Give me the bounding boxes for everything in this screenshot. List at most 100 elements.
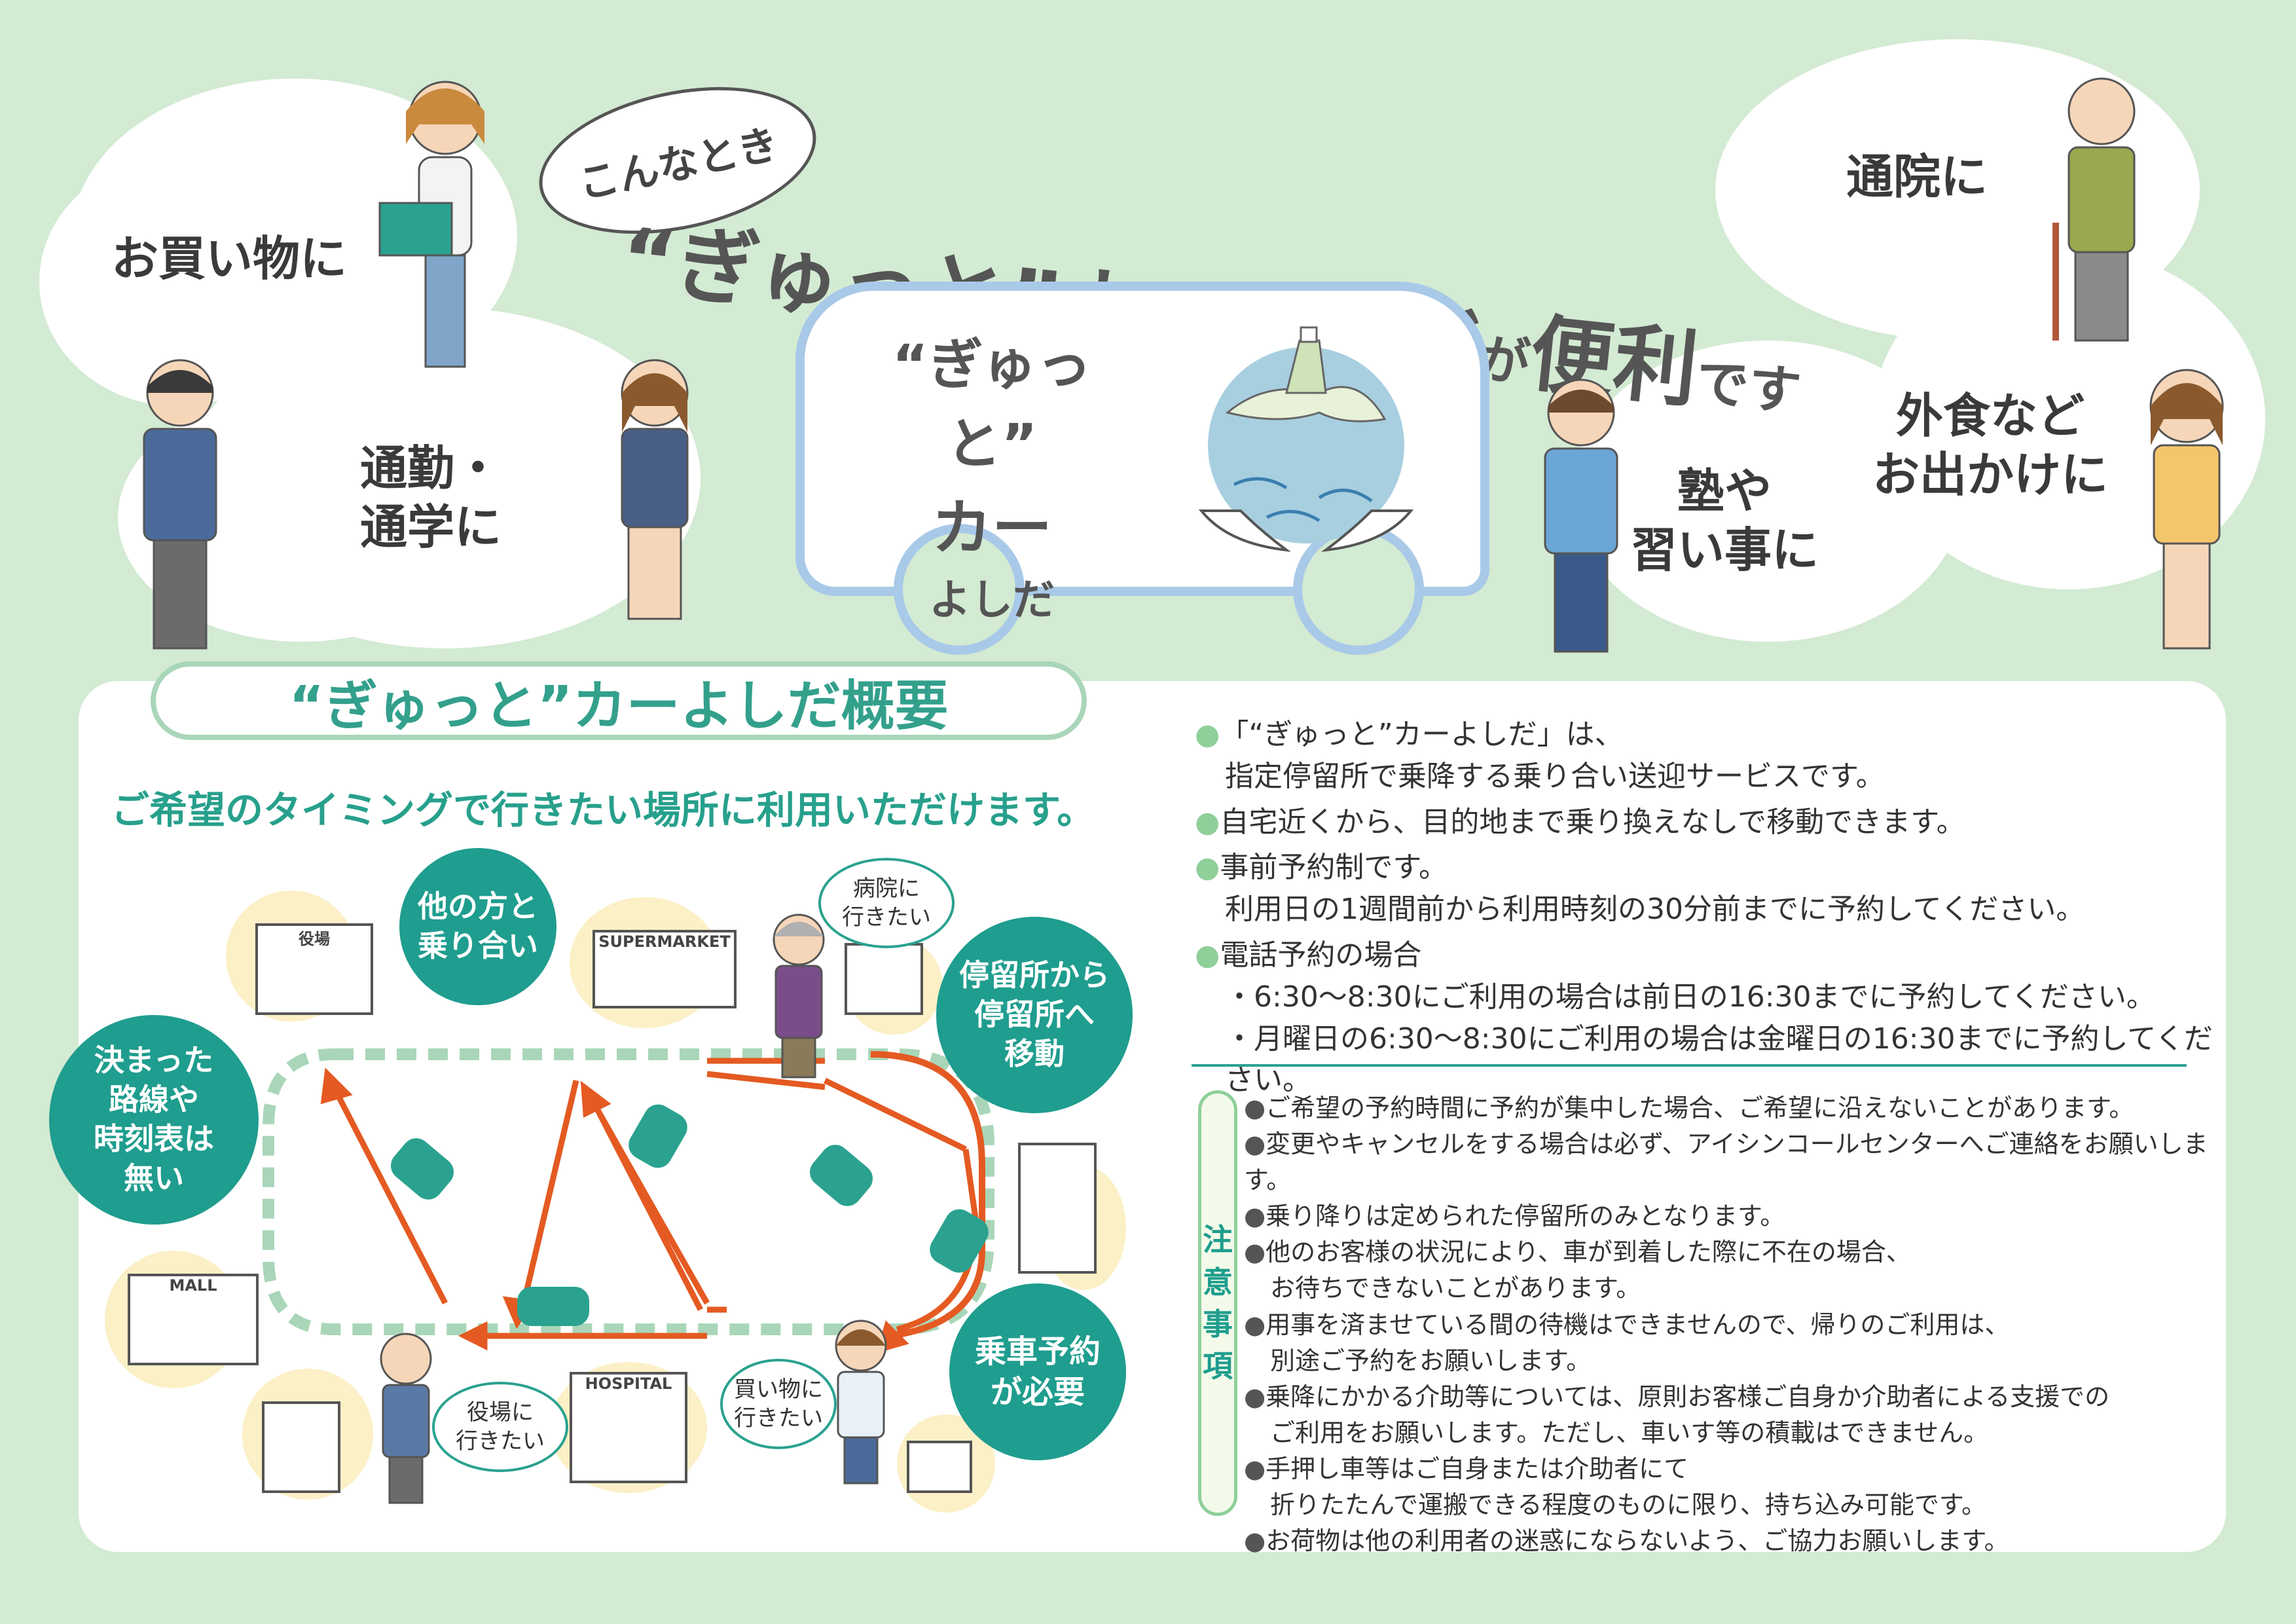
bubble-hospital-line1: 病院に — [853, 875, 920, 902]
note-6a-text: 乗降にかかる介助等については、原則お客様ご自身か介助者による支援での — [1266, 1382, 2110, 1411]
stop-line3: 移動 — [1004, 1035, 1065, 1071]
route-map — [263, 1048, 994, 1354]
girl-illustration — [2149, 369, 2224, 650]
apartment-right-building — [1018, 1143, 1097, 1274]
header-title-desu: です — [1692, 351, 1804, 423]
bullet-icon: ● — [1195, 718, 1220, 751]
circle-stop-to-stop: 停留所から停留所へ移動 — [936, 917, 1133, 1113]
overview-subtitle: ご希望のタイミングで行きたい場所に利用いただけます。 — [111, 788, 1095, 832]
office-building: 役場 — [255, 923, 373, 1015]
use-lessons-line1: 塾や — [1677, 464, 1772, 519]
elderly-man-cane-illustration — [2052, 77, 2136, 342]
info-item-3: ●事前予約制です。 利用日の1週間前から利用時刻の30分前までに予約してください… — [1195, 847, 2216, 931]
share-line2: 乗り合い — [418, 928, 538, 963]
bubble-shopping-line1: 買い物に — [734, 1376, 823, 1403]
notes-tag-3: 事 — [1203, 1306, 1233, 1342]
bullet-icon: ● — [1195, 938, 1220, 972]
info-1b: 指定停留所で乗降する乗り合い送迎サービスです。 — [1225, 759, 1885, 793]
stop-line1: 停留所から — [959, 957, 1110, 993]
note-2-text: 変更やキャンセルをする場合は必ず、アイシンコールセンターへご連絡をお願いします。 — [1244, 1130, 2208, 1195]
stop-line2: 停留所へ — [974, 997, 1095, 1033]
info-2: 自宅近くから、目的地まで乗り換えなしで移動できます。 — [1220, 805, 1965, 839]
info-3a: 事前予約制です。 — [1220, 851, 1448, 885]
info-item-4: ●電話予約の場合 ・6:30～8:30にご利用の場合は前日の16:30までに予約… — [1195, 934, 2216, 1101]
car-logo-line1: “ぎゅっと” — [892, 333, 1092, 476]
info-1a: 「“ぎゅっと”カーよしだ」は、 — [1220, 718, 1624, 751]
mall-sign: MALL — [169, 1276, 217, 1295]
circle-share-ride: 他の方と乗り合い — [399, 848, 556, 1005]
use-dining-line1: 外食など — [1896, 388, 2085, 443]
note-3-text: 乗り降りは定められた停留所のみとなります。 — [1266, 1202, 1785, 1231]
bubble-office-line2: 行きたい — [456, 1428, 545, 1454]
note-6b-text: ご利用をお願いします。ただし、車いす等の積載はできません。 — [1270, 1418, 1989, 1447]
use-lessons-label: 塾や 習い事に — [1630, 462, 1819, 580]
bullet-icon: ● — [1195, 805, 1220, 839]
cloud-right-low — [1571, 341, 1964, 642]
info-divider — [1192, 1064, 2187, 1067]
notes-list: ●ご希望の予約時間に予約が集中した場合、ご希望に沿えないことがあります。 ●変更… — [1244, 1090, 2213, 1559]
elderly-man-stop-illustration — [380, 1333, 432, 1504]
bullet-icon: ● — [1244, 1238, 1266, 1267]
note-4a-text: 他のお客様の状況により、車が到着した際に不在の場合、 — [1266, 1238, 1911, 1267]
office-sign: 役場 — [299, 930, 330, 948]
car-logo: “ぎゅっと” カー よしだ — [795, 275, 1509, 655]
bubble-office-line1: 役場に — [467, 1399, 534, 1426]
circle-no-route: 決まった路線や時刻表は無い — [49, 1015, 259, 1225]
route-line3: 時刻表は — [94, 1121, 214, 1156]
car-logo-text: “ぎゅっと” カー よしだ — [867, 321, 1116, 627]
note-1-text: ご希望の予約時間に予約が集中した場合、ご希望に沿えないことがあります。 — [1266, 1094, 2134, 1122]
service-info: ●「“ぎゅっと”カーよしだ」は、 指定停留所で乗降する乗り合い送迎サービスです。… — [1195, 714, 2216, 1105]
info-item-1: ●「“ぎゅっと”カーよしだ」は、 指定停留所で乗降する乗り合い送迎サービスです。 — [1195, 714, 2216, 798]
girl-stop-illustration — [835, 1320, 887, 1485]
share-line1: 他の方と — [418, 889, 538, 925]
note-7: ●手押し車等はご自身または介助者にて 折りたたんで運搬できる程度のものに限り、持… — [1244, 1451, 2213, 1523]
info-4a: 電話予約の場合 — [1220, 938, 1422, 972]
bullet-icon: ● — [1244, 1130, 1266, 1159]
note-5b-text: 別途ご予約をお願いします。 — [1270, 1346, 1592, 1375]
circle-reservation: 乗車予約が必要 — [949, 1283, 1126, 1460]
bullet-icon: ● — [1244, 1526, 1266, 1556]
elderly-woman-stop-illustration — [773, 913, 825, 1079]
use-shopping-label: お買い物に — [111, 229, 347, 288]
bullet-icon: ● — [1244, 1202, 1266, 1231]
note-1: ●ご希望の予約時間に予約が集中した場合、ご希望に沿えないことがあります。 — [1244, 1090, 2213, 1126]
shop-building — [845, 943, 923, 1015]
note-5: ●用事を済ませている間の待機はできませんので、帰りのご利用は、 別途ご予約をお願… — [1244, 1307, 2213, 1379]
route-line2: 路線や — [109, 1082, 199, 1118]
car-logo-line2: カー — [931, 493, 1052, 563]
woman-commute-illustration — [621, 359, 689, 620]
use-commute-line2: 通学に — [360, 500, 502, 555]
reserve-line2: が必要 — [990, 1374, 1085, 1411]
info-4c: ・月曜日の6:30～8:30にご利用の場合は金曜日の16:30までに予約してくだ… — [1225, 1022, 2213, 1098]
note-5a-text: 用事を済ませている間の待機はできませんので、帰りのご利用は、 — [1266, 1310, 2010, 1339]
bullet-icon: ● — [1244, 1310, 1266, 1339]
note-6: ●乗降にかかる介助等については、原則お客様ご自身か介助者による支援での ご利用を… — [1244, 1379, 2213, 1451]
reserve-line1: 乗車予約 — [974, 1333, 1101, 1370]
notes-tag-1: 注 — [1203, 1222, 1233, 1258]
mall-building: MALL — [128, 1274, 259, 1365]
car-logo-line3: よしだ — [929, 576, 1055, 625]
note-7b-text: 折りたたんで運搬できる程度のものに限り、持ち込み可能です。 — [1270, 1490, 1987, 1520]
use-dining-label: 外食など お出かけに — [1872, 386, 2108, 504]
note-8-text: お荷物は他の利用者の迷惑にならないよう、ご協力お願いします。 — [1266, 1526, 2009, 1556]
overview-title-text: “ぎゅっと”カーよしだ概要 — [289, 674, 949, 737]
supermarket-building: SUPERMARKET — [592, 930, 737, 1008]
use-dining-line2: お出かけに — [1872, 447, 2109, 502]
hospital-building: HOSPITAL — [570, 1372, 687, 1483]
bullet-icon: ● — [1244, 1454, 1266, 1483]
man-commute-illustration — [143, 359, 217, 650]
use-commute-line1: 通勤・ — [360, 441, 502, 496]
bubble-shopping-line2: 行きたい — [734, 1405, 823, 1431]
bullet-icon: ● — [1244, 1094, 1266, 1122]
note-4b-text: お待ちできないことがあります。 — [1270, 1274, 1641, 1303]
use-hospital-text: 通院に — [1846, 149, 1988, 204]
info-3b: 利用日の1週間前から利用時刻の30分前までに予約してください。 — [1225, 893, 2085, 927]
info-item-2: ●自宅近くから、目的地まで乗り換えなしで移動できます。 — [1195, 802, 2216, 843]
route-line1: 決まった — [94, 1043, 214, 1079]
note-8: ●お荷物は他の利用者の迷惑にならないよう、ご協力お願いします。 — [1244, 1523, 2213, 1559]
note-3: ●乗り降りは定められた停留所のみとなります。 — [1244, 1198, 2213, 1234]
hospital-sign: HOSPITAL — [585, 1375, 672, 1393]
apartment-left-building — [262, 1401, 340, 1493]
supermarket-sign: SUPERMARKET — [598, 932, 731, 951]
bubble-hospital-line2: 行きたい — [842, 904, 931, 931]
